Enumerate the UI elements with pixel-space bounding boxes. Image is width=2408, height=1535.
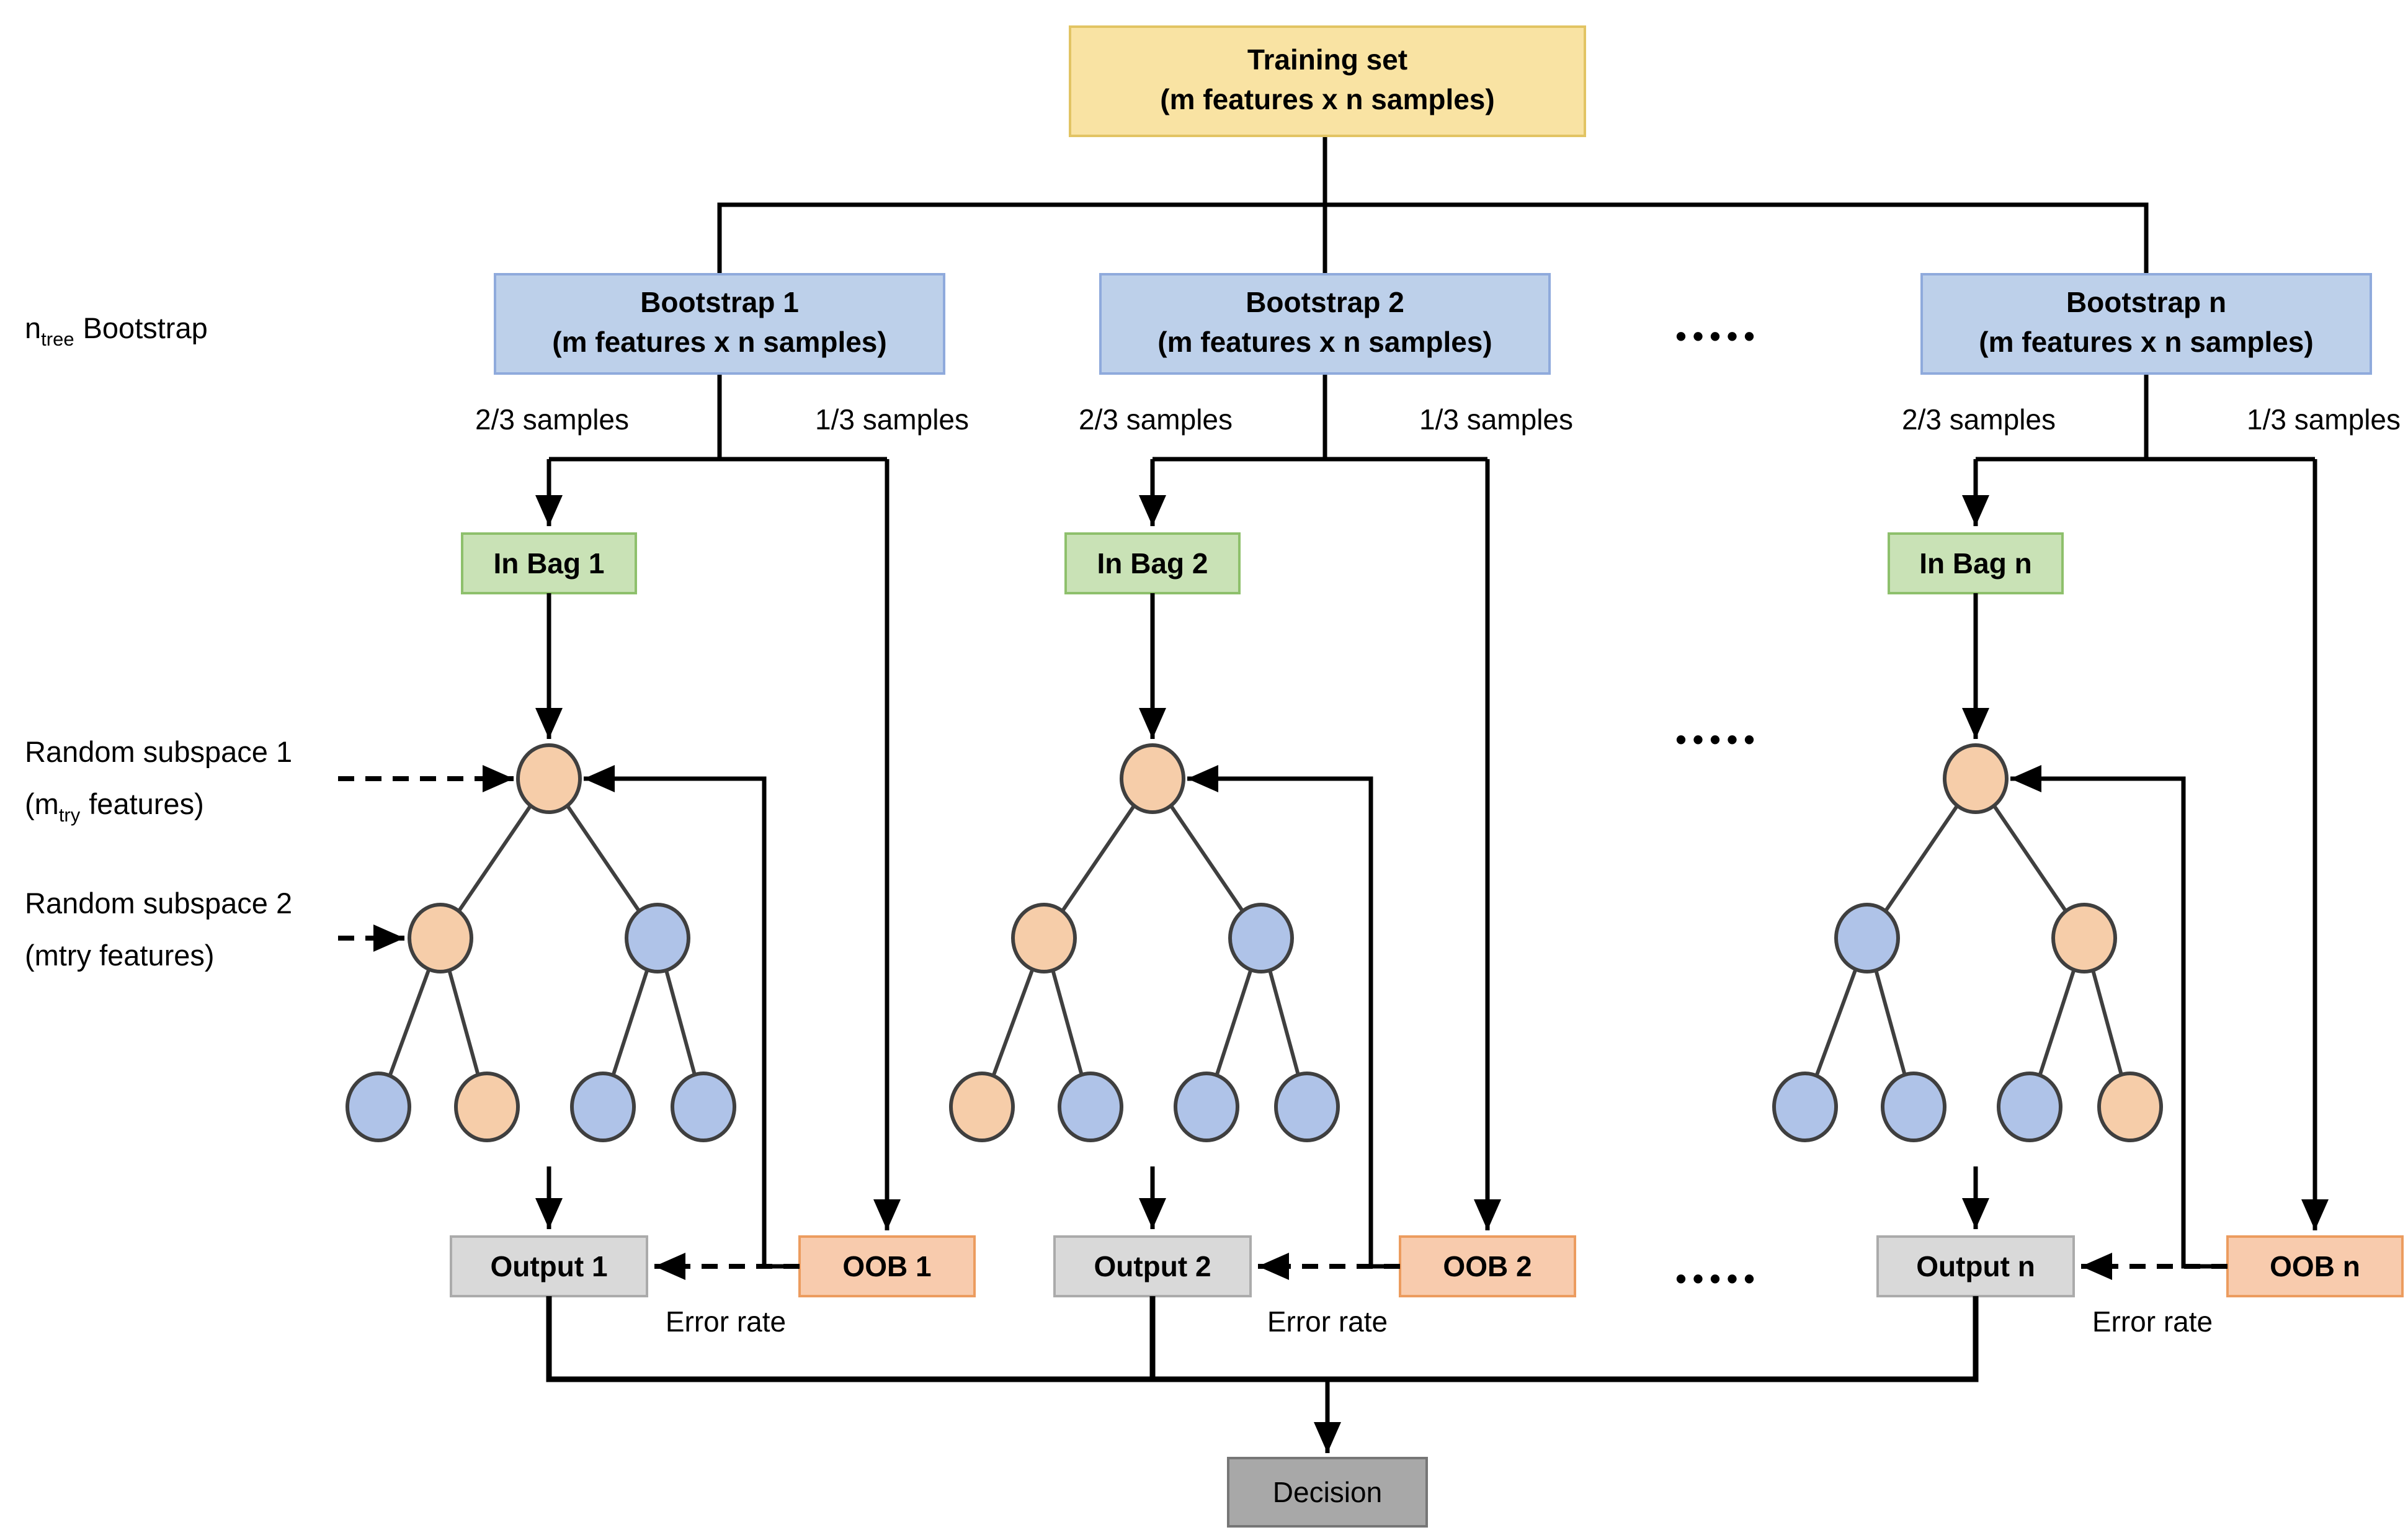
tree-1-leaf-node xyxy=(671,1072,736,1142)
output-n-rect xyxy=(1876,1235,2075,1297)
in-bag-2-box: In Bag 2 xyxy=(1064,532,1241,594)
one-third-samples-label-2: 1/3 samples xyxy=(1419,403,1573,436)
bootstrap-n-subtitle: (m features x n samples) xyxy=(1979,326,2313,358)
tree-1-leaf-node xyxy=(570,1072,636,1142)
tree-2-leaf-node xyxy=(1174,1072,1239,1142)
output-2-box: Output 2 xyxy=(1053,1235,1252,1297)
bootstrap-n-box: Bootstrap n (m features x n samples) xyxy=(1920,273,2372,375)
bootstrap-2-title: Bootstrap 2 xyxy=(1246,286,1404,318)
bootstrap-2-rect xyxy=(1099,273,1551,375)
oob-2-label: OOB 2 xyxy=(1443,1250,1532,1282)
tree-n-level2-left-node xyxy=(1834,903,1900,973)
oob-2-to-root-feed xyxy=(1187,765,1400,1269)
decision-label: Decision xyxy=(1273,1476,1382,1508)
error-rate-label-1: Error rate xyxy=(666,1305,786,1338)
distribution-bus-line xyxy=(717,202,2149,274)
tree-1-root-node xyxy=(516,743,582,814)
in-bag-n-label: In Bag n xyxy=(1919,547,2031,580)
output-n-box: Output n xyxy=(1876,1235,2075,1297)
in-bag-2-label: In Bag 2 xyxy=(1097,547,1208,580)
in-bag-1-rect xyxy=(461,532,637,594)
output-n-label: Output n xyxy=(1916,1250,2035,1282)
forest-column-1: Bootstrap 1 (m features x n samples) 2/3… xyxy=(346,273,976,1338)
tree-2-leaf-node xyxy=(1058,1072,1123,1142)
error-rate-label-n: Error rate xyxy=(2092,1305,2213,1338)
bootstrap-1-title: Bootstrap 1 xyxy=(640,286,799,318)
tree-2-level2-right-node xyxy=(1228,903,1294,973)
oob-1-to-root-feed xyxy=(584,765,800,1269)
oob-1-box: OOB 1 xyxy=(798,1235,976,1297)
in-bag-1-box: In Bag 1 xyxy=(461,532,637,594)
tree-n-leaf-node xyxy=(2097,1072,2163,1142)
random-subspace-2-label: Random subspace 2 xyxy=(25,887,292,920)
oob-2-box: OOB 2 xyxy=(1399,1235,1576,1297)
tree-n-root-node xyxy=(1943,743,2009,814)
output-2-label: Output 2 xyxy=(1094,1250,1211,1282)
bootstrap-2-subtitle: (m features x n samples) xyxy=(1157,326,1492,358)
tree-1-leaf-node xyxy=(454,1072,520,1142)
output-2-rect xyxy=(1053,1235,1252,1297)
random-subspace-2-sublabel: (mtry features) xyxy=(25,939,215,972)
oob-2-rect xyxy=(1399,1235,1576,1297)
ellipsis-dots-bootstrap-row: ••••• xyxy=(1675,319,1761,354)
oob-n-label: OOB n xyxy=(2270,1250,2360,1282)
one-third-samples-label-n: 1/3 samples xyxy=(2247,403,2401,436)
bootstrap-1-subtitle: (m features x n samples) xyxy=(552,326,886,358)
output-1-label: Output 1 xyxy=(490,1250,607,1282)
output-1-rect xyxy=(450,1235,648,1297)
output-1-box: Output 1 xyxy=(450,1235,648,1297)
tree-n-leaf-node xyxy=(1881,1072,1946,1142)
decision-tree-1 xyxy=(346,743,736,1142)
in-bag-n-box: In Bag n xyxy=(1888,532,2064,594)
two-thirds-samples-label-2: 2/3 samples xyxy=(1079,403,1233,436)
decision-rect xyxy=(1227,1457,1428,1528)
tree-2-leaf-node xyxy=(1274,1072,1340,1142)
tree-1-level2-right-node xyxy=(625,903,690,973)
oob-n-to-root-feed xyxy=(2010,765,2227,1269)
decision-tree-n xyxy=(1772,743,2163,1142)
bootstrap-1-box: Bootstrap 1 (m features x n samples) xyxy=(494,273,945,375)
tree-n-leaf-node xyxy=(1997,1072,2062,1142)
two-thirds-samples-label-1: 2/3 samples xyxy=(475,403,629,436)
two-thirds-samples-label-n: 2/3 samples xyxy=(1902,403,2056,436)
in-bag-1-label: In Bag 1 xyxy=(494,547,605,580)
bootstrap-2-box: Bootstrap 2 (m features x n samples) xyxy=(1099,273,1551,375)
forest-column-n: Bootstrap n (m features x n samples) 2/3… xyxy=(1772,273,2404,1338)
ellipsis-dots-tree-row: ••••• xyxy=(1675,722,1761,757)
oob-1-rect xyxy=(798,1235,976,1297)
one-third-samples-label-1: 1/3 samples xyxy=(815,403,969,436)
training-set-rect xyxy=(1069,25,1586,137)
decision-tree-2 xyxy=(949,743,1340,1142)
training-set-subtitle: (m features x n samples) xyxy=(1160,83,1494,115)
training-set-title: Training set xyxy=(1247,43,1407,76)
tree-2-leaf-node xyxy=(949,1072,1015,1142)
tree-2-level2-left-node xyxy=(1011,903,1077,973)
error-rate-label-2: Error rate xyxy=(1267,1305,1388,1338)
tree-n-leaf-node xyxy=(1772,1072,1838,1142)
ellipsis-dots-output-row: ••••• xyxy=(1675,1261,1761,1296)
oob-1-label: OOB 1 xyxy=(842,1250,931,1282)
in-bag-2-rect xyxy=(1064,532,1241,594)
bootstrap-n-rect xyxy=(1920,273,2372,375)
training-set-box: Training set (m features x n samples) xyxy=(1069,25,1586,137)
bootstrap-n-title: Bootstrap n xyxy=(2066,286,2226,318)
tree-1-level2-left-node xyxy=(408,903,473,973)
tree-2-root-node xyxy=(1120,743,1185,814)
decision-box: Decision xyxy=(1227,1457,1428,1528)
bootstrap-1-rect xyxy=(494,273,945,375)
random-subspace-1-label: Random subspace 1 xyxy=(25,735,292,768)
forest-column-2: Bootstrap 2 (m features x n samples) 2/3… xyxy=(949,273,1576,1338)
oob-n-box: OOB n xyxy=(2226,1235,2404,1297)
output-collector-bus xyxy=(546,1296,1979,1382)
tree-1-leaf-node xyxy=(346,1072,411,1142)
tree-n-level2-right-node xyxy=(2051,903,2117,973)
